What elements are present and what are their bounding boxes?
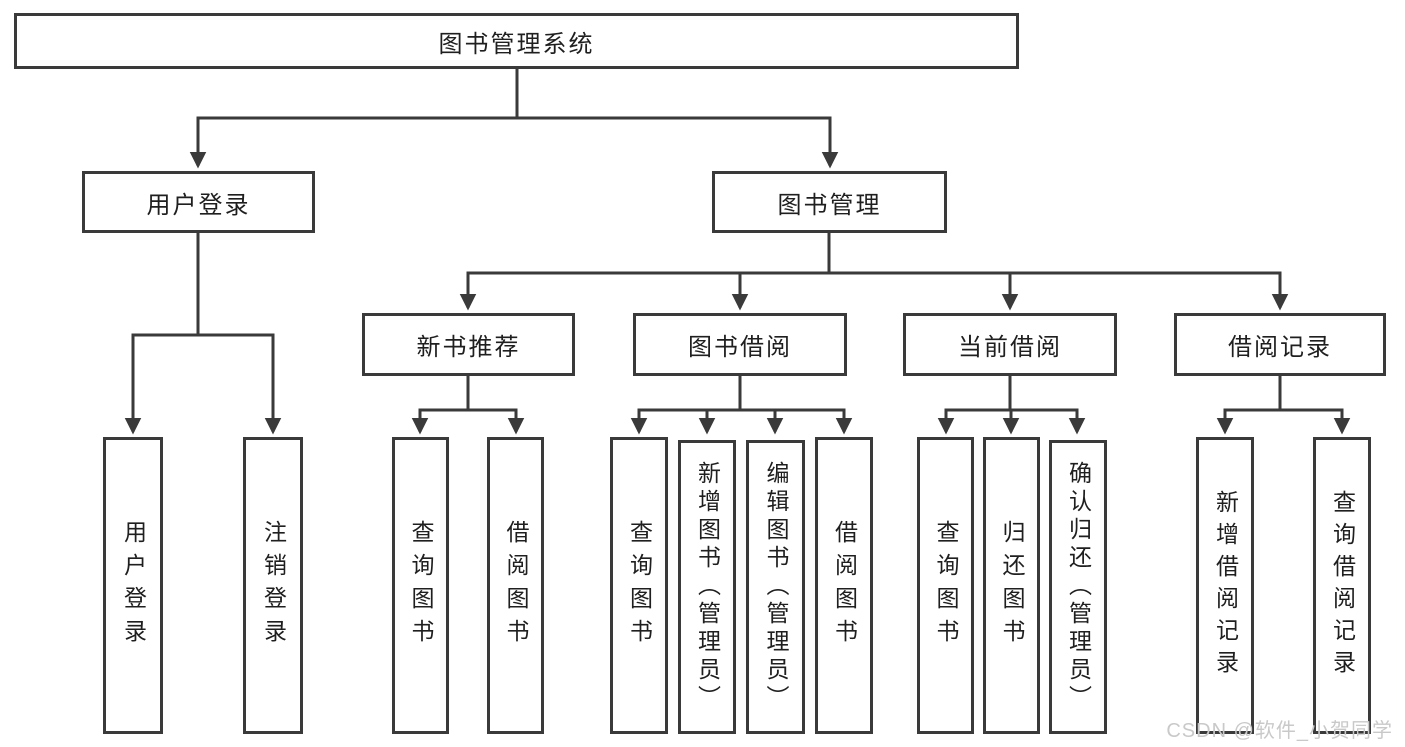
leaf-query-book-3: 查询图书 xyxy=(917,437,974,734)
leaf-add-book-admin: 新增图书（管理员） xyxy=(678,440,736,734)
leaf-logout: 注销登录 xyxy=(243,437,303,734)
leaf-query-book-2: 查询图书 xyxy=(610,437,668,734)
leaf-user-login: 用户登录 xyxy=(103,437,163,734)
node-borrow-record-label: 借阅记录 xyxy=(1228,334,1332,361)
leaf-return-book-label: 归还图书 xyxy=(999,519,1025,652)
leaf-add-book-admin-label: 新增图书（管理员） xyxy=(694,461,721,713)
node-user-login: 用户登录 xyxy=(82,171,315,233)
leaf-user-login-label: 用户登录 xyxy=(120,519,147,652)
leaf-return-book: 归还图书 xyxy=(983,437,1040,734)
leaf-query-borrow-record-label: 查询借阅记录 xyxy=(1329,489,1356,682)
leaf-edit-book-admin-label: 编辑图书（管理员） xyxy=(763,461,789,713)
leaf-add-borrow-record: 新增借阅记录 xyxy=(1196,437,1254,734)
node-book-borrow-label: 图书借阅 xyxy=(688,334,792,361)
leaf-confirm-return-admin: 确认归还（管理员） xyxy=(1049,440,1107,734)
node-new-book-recommend: 新书推荐 xyxy=(362,313,575,376)
watermark-text: CSDN @软件_小贺同学 xyxy=(1166,720,1393,742)
node-book-management-label: 图书管理 xyxy=(777,191,882,219)
leaf-borrow-book-1-label: 借阅图书 xyxy=(503,519,529,652)
node-user-login-label: 用户登录 xyxy=(146,191,251,219)
leaf-query-book-3-label: 查询图书 xyxy=(933,519,959,652)
node-current-borrow: 当前借阅 xyxy=(903,313,1117,376)
leaf-borrow-book-2: 借阅图书 xyxy=(815,437,873,734)
node-book-borrow: 图书借阅 xyxy=(633,313,847,376)
leaf-logout-label: 注销登录 xyxy=(260,519,287,652)
node-root: 图书管理系统 xyxy=(14,13,1019,69)
leaf-borrow-book-1: 借阅图书 xyxy=(487,437,544,734)
leaf-add-borrow-record-label: 新增借阅记录 xyxy=(1212,489,1239,682)
node-current-borrow-label: 当前借阅 xyxy=(958,334,1062,361)
node-new-book-recommend-label: 新书推荐 xyxy=(416,334,521,361)
leaf-query-borrow-record: 查询借阅记录 xyxy=(1313,437,1371,734)
node-borrow-record: 借阅记录 xyxy=(1174,313,1386,376)
leaf-query-book-1-label: 查询图书 xyxy=(408,519,434,652)
leaf-borrow-book-2-label: 借阅图书 xyxy=(831,519,858,652)
node-root-label: 图书管理系统 xyxy=(438,30,595,58)
leaf-confirm-return-admin-label: 确认归还（管理员） xyxy=(1065,461,1092,713)
leaf-query-book-1: 查询图书 xyxy=(392,437,449,734)
leaf-edit-book-admin: 编辑图书（管理员） xyxy=(746,440,805,734)
leaf-query-book-2-label: 查询图书 xyxy=(626,519,653,652)
node-book-management: 图书管理 xyxy=(712,171,947,233)
